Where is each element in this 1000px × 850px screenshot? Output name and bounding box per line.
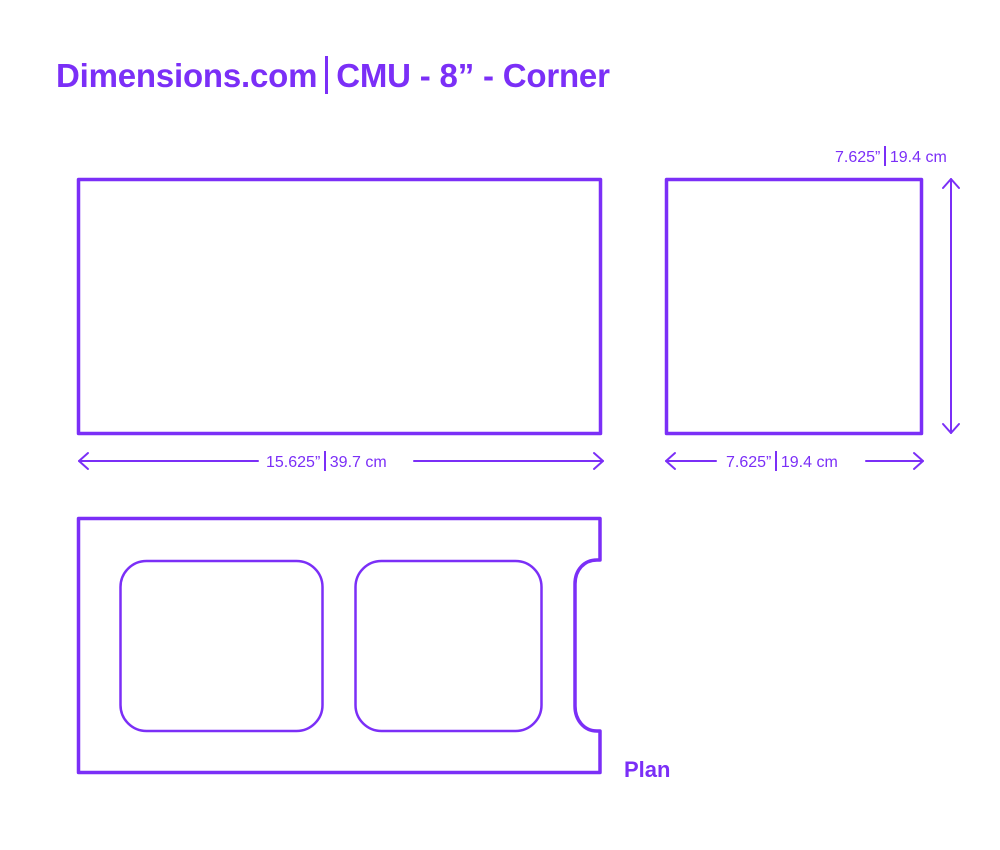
product-title: CMU - 8” - Corner [336,57,610,94]
plan-view-outline [76,516,602,775]
side-width-dimension-line [665,452,924,470]
dimension-separator [324,451,326,471]
dimension-metric: 19.4 cm [889,149,947,166]
side-height-dimension-label: 7.625” 19.4 cm [835,146,947,168]
dimension-metric: 19.4 cm [780,454,838,471]
side-width-dimension-label: 7.625” 19.4 cm [726,451,838,473]
dimension-imperial: 15.625” [266,454,321,471]
brand-name: Dimensions.com [56,57,318,94]
front-width-dimension-label: 15.625” 39.7 cm [266,451,387,473]
dimension-metric: 39.7 cm [329,454,387,471]
front-width-dimension-line [78,452,604,470]
dimension-imperial: 7.625” [835,149,881,166]
front-view-outline [76,177,603,436]
plan-view-label: Plan [624,757,671,782]
dimension-separator [884,146,886,166]
side-view-outline [664,177,924,436]
plan-core-right [354,559,543,733]
plan-core-left [119,559,324,733]
side-height-dimension-line [942,178,960,434]
dimension-imperial: 7.625” [726,454,772,471]
title-separator [325,56,329,94]
dimension-separator [775,451,777,471]
page-title: Dimensions.com CMU - 8” - Corner [56,56,610,95]
